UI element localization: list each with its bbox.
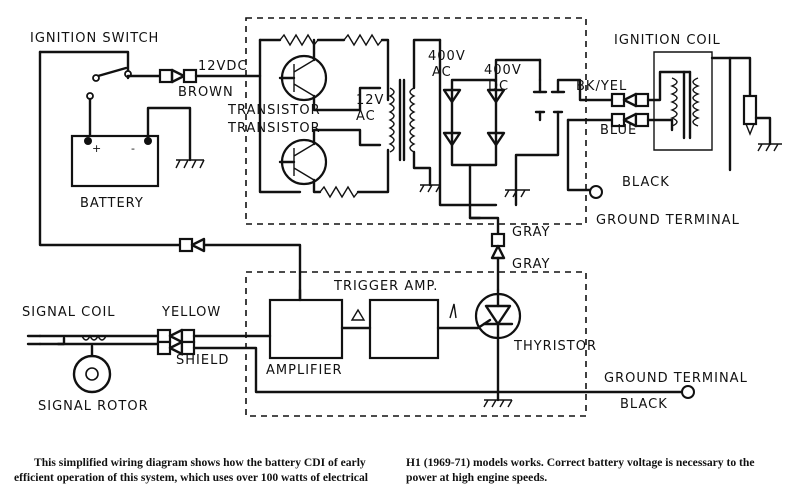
amplifier-block xyxy=(268,288,480,360)
transistor-bottom-label: TRANSISTOR xyxy=(227,121,321,136)
label-gray-top: GRAY xyxy=(512,225,550,240)
ground-terminal-bottom-label: GROUND TERMINAL xyxy=(604,371,748,386)
transistor-top-label: TRANSISTOR xyxy=(227,103,321,118)
label-400v-dc-b: DC xyxy=(488,79,509,94)
label-brown: BROWN xyxy=(178,85,234,100)
ground-terminal-top-label: GROUND TERMINAL xyxy=(596,213,740,228)
bridge-rectifier xyxy=(438,38,542,220)
battery-symbol xyxy=(70,106,205,188)
label-black-bottom: BLACK xyxy=(620,397,668,412)
ignition-switch xyxy=(38,50,182,247)
label-gray-bottom: GRAY xyxy=(512,257,550,272)
label-black-top: BLACK xyxy=(622,175,670,190)
caption-left-line-2: efficient operation of this system, whic… xyxy=(14,471,368,484)
transistor-oscillator xyxy=(258,33,390,199)
signal-rotor xyxy=(72,344,112,394)
ignition-coil-connectors xyxy=(566,92,650,199)
cdi-wiring-diagram: + - xyxy=(22,17,782,417)
battery-plus-label: + xyxy=(92,142,102,155)
ignition-coil xyxy=(646,51,782,172)
label-blue: BLUE xyxy=(600,123,637,138)
trigger-amp-label: TRIGGER AMP. xyxy=(333,279,438,294)
cdi-unit-lower-box xyxy=(245,271,587,417)
caption-right-line-2: power at high engine speeds. xyxy=(406,471,548,484)
transformer xyxy=(388,38,442,193)
storage-capacitor xyxy=(504,58,614,198)
label-400v-dc-a: 400V xyxy=(484,63,522,78)
label-400v-ac-a: 400V xyxy=(428,49,466,64)
label-12v: 12V xyxy=(356,93,384,108)
caption-left-column: This simplified wiring diagram shows how… xyxy=(14,455,396,485)
caption-right-line-1: H1 (1969-71) models works. Correct batte… xyxy=(406,456,755,469)
label-12v-ac: AC xyxy=(356,109,376,124)
battery-minus-label: - xyxy=(131,142,135,155)
signal-coil xyxy=(26,334,160,346)
label-shield: SHIELD xyxy=(176,353,229,368)
connector-left-lower xyxy=(178,237,302,302)
ignition-switch-label: IGNITION SWITCH xyxy=(30,31,159,46)
caption-left-line-1: This simplified wiring diagram shows how… xyxy=(34,456,366,469)
battery-label: BATTERY xyxy=(80,196,144,211)
label-400v-ac-b: AC xyxy=(432,65,452,80)
gray-connector xyxy=(468,188,518,292)
signal-coil-label: SIGNAL COIL xyxy=(22,305,116,320)
signal-rotor-label: SIGNAL ROTOR xyxy=(38,399,149,414)
amplifier-label: AMPLIFIER xyxy=(266,363,343,378)
label-bk-yel: BK/YEL xyxy=(576,79,627,94)
ignition-coil-label: IGNITION COIL xyxy=(614,33,721,48)
connector-12vdc xyxy=(158,68,262,84)
label-12vdc: 12VDC xyxy=(198,59,248,74)
label-yellow: YELLOW xyxy=(161,305,221,320)
thyristor-label: THYRISTOR xyxy=(513,339,597,354)
yellow-shield-connectors xyxy=(156,328,695,399)
thyristor xyxy=(474,288,522,408)
caption-right-column: H1 (1969-71) models works. Correct batte… xyxy=(406,455,794,485)
